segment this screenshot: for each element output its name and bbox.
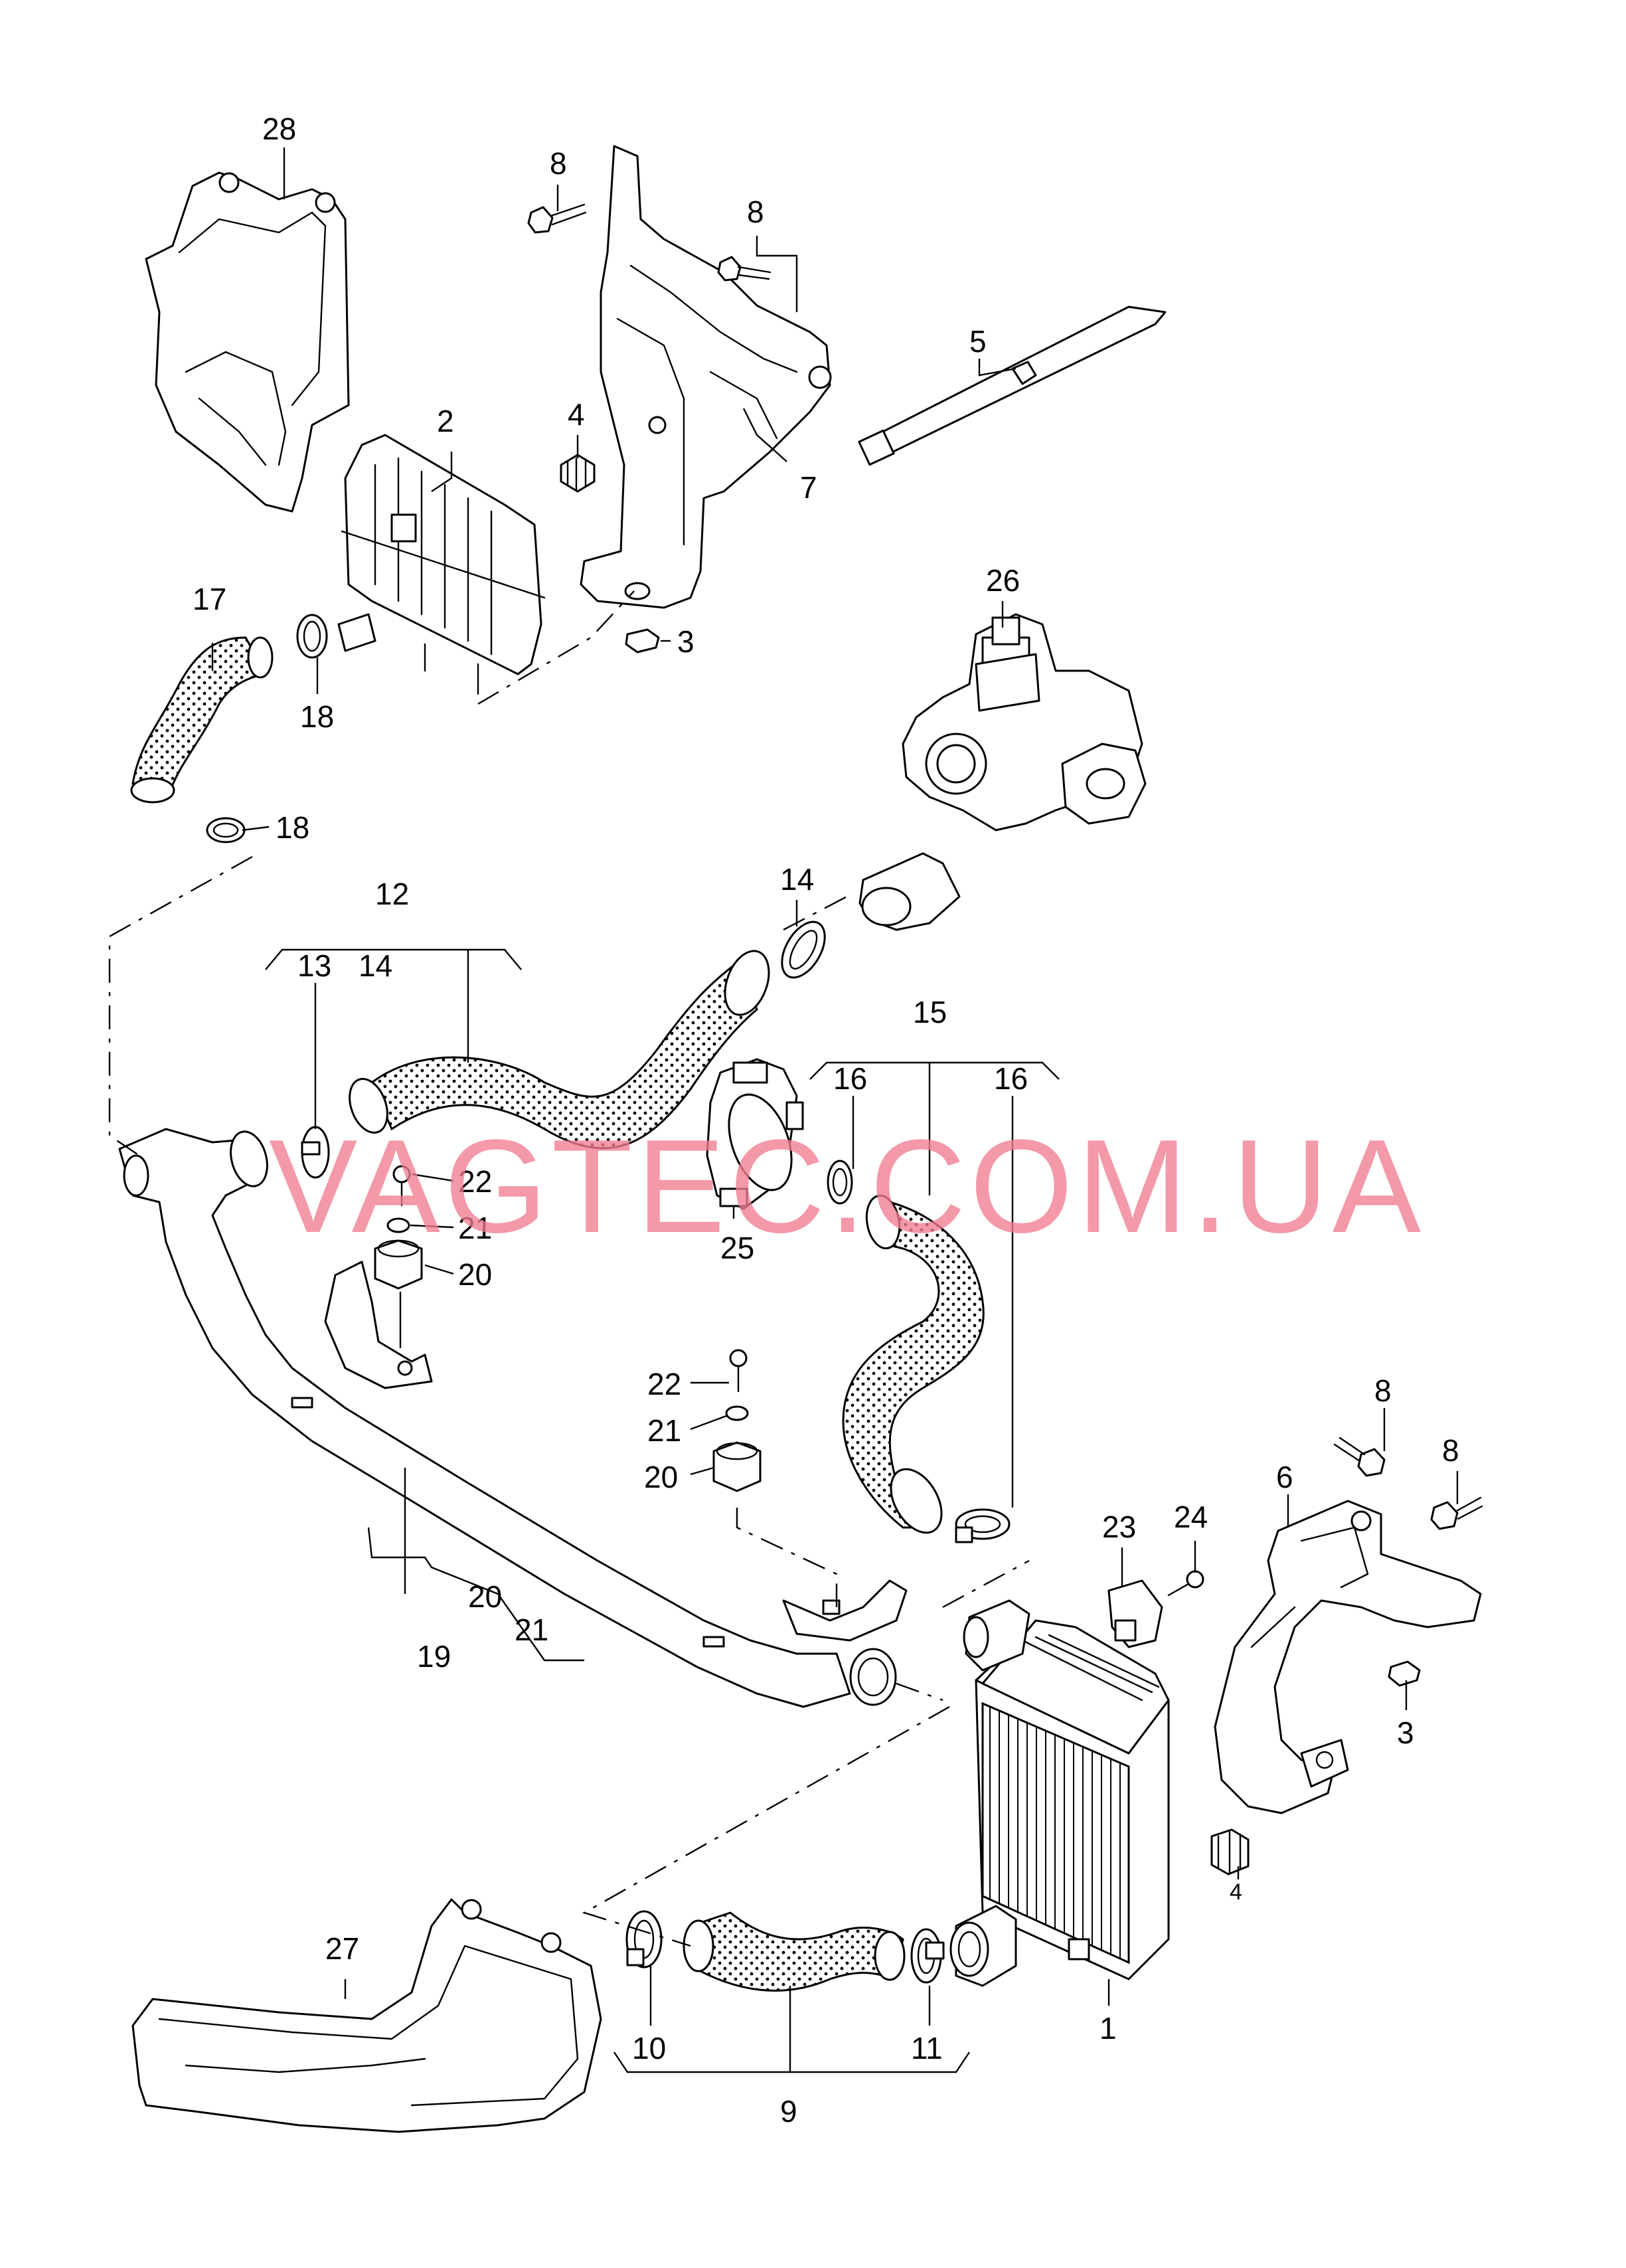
callout-17: 17: [193, 582, 226, 616]
callout-14: 14: [780, 862, 814, 897]
charge-air-hose-9: [683, 1911, 906, 1992]
callout-15: 15: [913, 995, 947, 1029]
support-bracket: [580, 145, 832, 609]
bolt-22-upper: [392, 1165, 411, 1207]
watermark: VAGTEC.COM.UA: [269, 1112, 1425, 1261]
nut-3-lower: [1388, 1660, 1421, 1687]
callout-10: 10: [632, 2031, 666, 2065]
callout-1: 1: [1099, 2011, 1117, 2046]
callout-3: 3: [1397, 1715, 1414, 1750]
clamp-13: [301, 1126, 330, 1179]
bolt-8-a: [527, 203, 587, 234]
callout-6: 6: [1276, 1460, 1293, 1494]
callout-20: 20: [458, 1257, 492, 1292]
clamp-10: [625, 1910, 663, 1968]
connection-line-7: [783, 892, 854, 931]
connection-line-2: [477, 590, 635, 705]
nut-3-top: [625, 628, 660, 654]
callout-13: 13: [297, 948, 331, 983]
callout-21: 21: [647, 1413, 681, 1448]
grommet-20-upper: [374, 1239, 423, 1290]
clamp-14: [781, 920, 826, 979]
bolt-22-lower: [729, 1349, 748, 1393]
screw-24: [1167, 1570, 1204, 1597]
clamp-18-top: [296, 614, 328, 659]
callout-23: 23: [1102, 1510, 1136, 1544]
pipe-bracket-upper: [324, 1261, 433, 1389]
turbocharger: [858, 613, 1147, 931]
callout-20: 20: [468, 1579, 502, 1614]
callout-22: 22: [458, 1164, 492, 1199]
bolt-8-b: [717, 256, 772, 282]
callout-19: 19: [417, 1639, 451, 1674]
callout-4: 4: [568, 397, 585, 432]
heat-shield-bottom: [131, 1898, 602, 2133]
connection-line-5: [896, 1682, 943, 1701]
callout-7: 7: [800, 470, 817, 505]
callout-8: 8: [550, 146, 567, 181]
resonator-box: [337, 434, 546, 695]
callout-14: 14: [359, 948, 392, 983]
intercooler-bracket-6: [1214, 1500, 1482, 1814]
bolt-8-c: [1333, 1437, 1386, 1477]
callout-2: 2: [437, 404, 454, 438]
sensor-23: [1107, 1579, 1163, 1648]
grommet-4-top: [560, 454, 596, 493]
charge-air-hose-12: [349, 950, 770, 1150]
hose-17: [130, 636, 274, 804]
callout-25: 25: [720, 1231, 754, 1265]
connection-line-6: [582, 1705, 950, 1947]
callout-8: 8: [747, 195, 764, 229]
callout-21: 21: [515, 1613, 548, 1647]
callout-22: 22: [647, 1367, 681, 1401]
flap-valve-25: [706, 1058, 804, 1210]
heat-shield-top: [145, 171, 350, 513]
callout-16: 16: [994, 1061, 1028, 1096]
connection-line-3: [736, 1508, 838, 1607]
leader-lines: [211, 147, 1459, 2073]
grommet-4-lower: [1210, 1828, 1250, 1875]
callout-26: 26: [986, 563, 1020, 598]
callout-28: 28: [262, 112, 296, 146]
callout-labels: 28 8 8 5 2 4 7 3 26 17 18 18 14 12 13 14…: [193, 112, 1459, 2129]
callout-8: 8: [1374, 1373, 1392, 1408]
clamp-16-upper: [827, 1160, 853, 1205]
clamp-11: [910, 1928, 945, 1984]
clamp-16-lower: [955, 1508, 1011, 1543]
callout-27: 27: [325, 1931, 359, 1966]
washer-21-upper: [386, 1217, 410, 1233]
callout-4: 4: [1230, 1879, 1242, 1905]
charge-air-pipe-19: [118, 1128, 897, 1708]
intercooler: [949, 1599, 1170, 1987]
bolt-8-d: [1430, 1496, 1483, 1530]
connection-line-4: [942, 1559, 1030, 1609]
clamp-18-bottom: [206, 817, 246, 843]
cable-tie: [858, 305, 1167, 466]
callout-21: 21: [458, 1211, 492, 1245]
callout-18: 18: [276, 810, 309, 845]
callout-18: 18: [300, 699, 334, 734]
callout-24: 24: [1174, 1500, 1208, 1534]
callout-12: 12: [375, 877, 409, 911]
grommet-20-lower: [712, 1441, 762, 1492]
connection-line-1: [108, 855, 253, 1156]
callout-9: 9: [780, 2094, 797, 2129]
callout-20: 20: [644, 1460, 678, 1494]
callout-3: 3: [677, 624, 694, 659]
pipe-bracket-lower: [782, 1579, 908, 1642]
callout-16: 16: [833, 1061, 867, 1096]
callout-5: 5: [969, 324, 987, 359]
callout-8: 8: [1442, 1433, 1459, 1468]
charge-air-hose-15: [842, 1194, 985, 1534]
callout-11: 11: [911, 2031, 943, 2065]
washer-21-lower: [725, 1405, 749, 1421]
